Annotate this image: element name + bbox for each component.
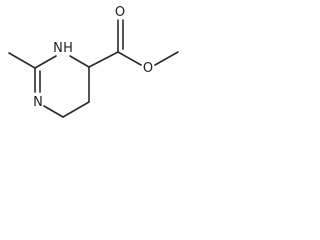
bond-c2-n1 bbox=[34, 55, 57, 69]
molecule-structure: N H N O O bbox=[8, 5, 179, 118]
bond-methyl-c2 bbox=[8, 52, 36, 69]
structure-canvas: N H N O O bbox=[0, 0, 216, 134]
atom-label-n1: N bbox=[53, 41, 63, 56]
bond-n3-c4 bbox=[43, 105, 64, 118]
bond-n1-c6 bbox=[69, 55, 90, 68]
bond-carbonyl-ester-o bbox=[117, 51, 142, 66]
atom-label-carbonyl-o: O bbox=[115, 5, 125, 20]
atom-label-h: H bbox=[63, 41, 73, 56]
atom-label-n3: N bbox=[33, 95, 43, 110]
bond-c6-carbonyl bbox=[88, 51, 119, 68]
bond-c4-c5 bbox=[62, 101, 90, 118]
atom-label-ester-o: O bbox=[143, 61, 153, 76]
bond-ester-o-methyl bbox=[154, 51, 179, 66]
